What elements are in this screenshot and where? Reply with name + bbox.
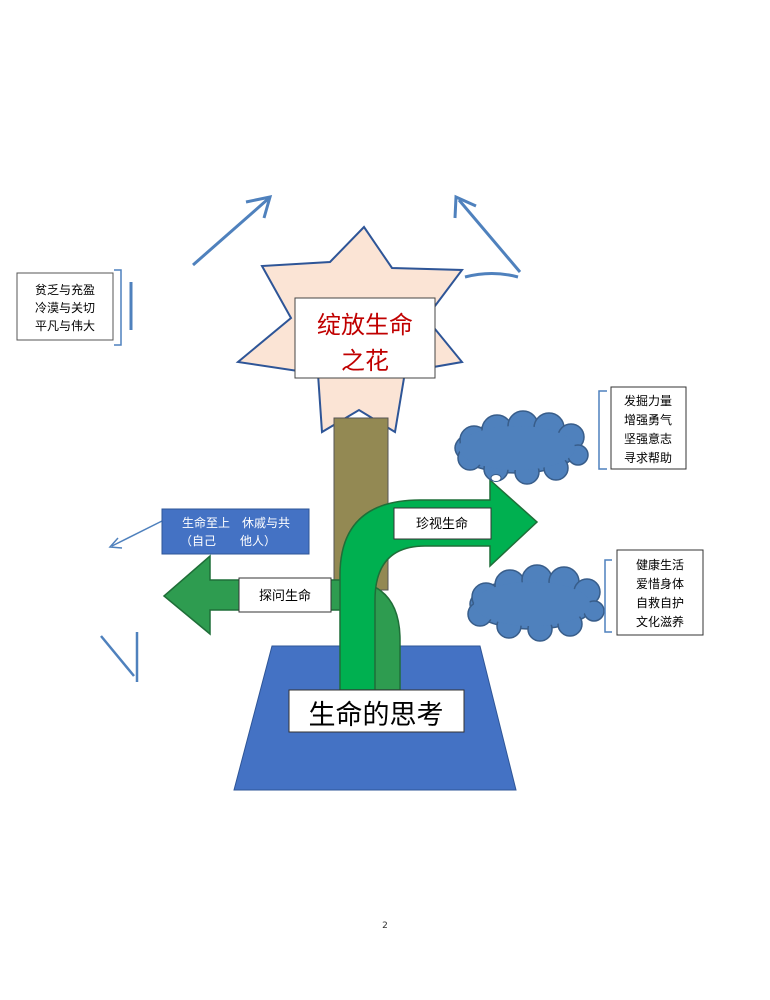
value-line2: （自己 他人）	[180, 534, 276, 548]
cherish-label: 珍视生命	[416, 516, 468, 532]
cloud-bubble	[490, 474, 502, 482]
lower-cloud	[467, 564, 605, 642]
base-label: 生命的思考	[309, 700, 444, 731]
contrasts-line-3: 平凡与伟大	[35, 319, 95, 333]
value-box: 生命至上 休戚与共 （自己 他人）	[161, 508, 310, 555]
contrasts-line-2: 冷漠与关切	[35, 301, 95, 315]
health-line-2: 爱惜身体	[636, 576, 684, 591]
health-box: 健康生活 爱惜身体 自救自护 文化滋养	[616, 549, 704, 636]
health-line-3: 自救自护	[636, 595, 684, 610]
flower-title-line1: 绽放生命	[317, 311, 413, 339]
power-line-3: 坚强意志	[624, 431, 672, 446]
health-line-1: 健康生活	[636, 557, 684, 572]
health-line-4: 文化滋养	[636, 614, 684, 629]
lower-left-arrow	[100, 632, 139, 682]
explore-label: 探问生命	[259, 588, 311, 604]
explore-label-box: 探问生命	[238, 577, 332, 613]
power-box: 发掘力量 增强勇气 坚强意志 寻求帮助	[610, 386, 687, 470]
flower-title-line2: 之花	[341, 347, 389, 375]
contrasts-bracket	[114, 269, 122, 346]
power-line-1: 发掘力量	[624, 393, 672, 408]
power-bracket	[598, 390, 607, 470]
cherish-label-box: 珍视生命	[393, 507, 492, 540]
upper-cloud	[454, 410, 589, 485]
base-label-box: 生命的思考	[288, 689, 465, 733]
value-pointer-arrow	[108, 520, 163, 549]
value-line1: 生命至上 休戚与共	[182, 515, 290, 530]
upper-left-arrow	[192, 195, 273, 267]
upper-right-arrow	[453, 194, 522, 279]
power-line-2: 增强勇气	[624, 412, 672, 427]
page-number: 2	[382, 921, 388, 931]
contrasts-box: 贫乏与充盈 冷漠与关切 平凡与伟大	[16, 272, 114, 341]
health-bracket	[604, 559, 612, 633]
contrasts-line-1: 贫乏与充盈	[35, 282, 95, 297]
power-line-4: 寻求帮助	[624, 451, 672, 465]
flower-title-box: 绽放生命 之花	[294, 297, 436, 379]
